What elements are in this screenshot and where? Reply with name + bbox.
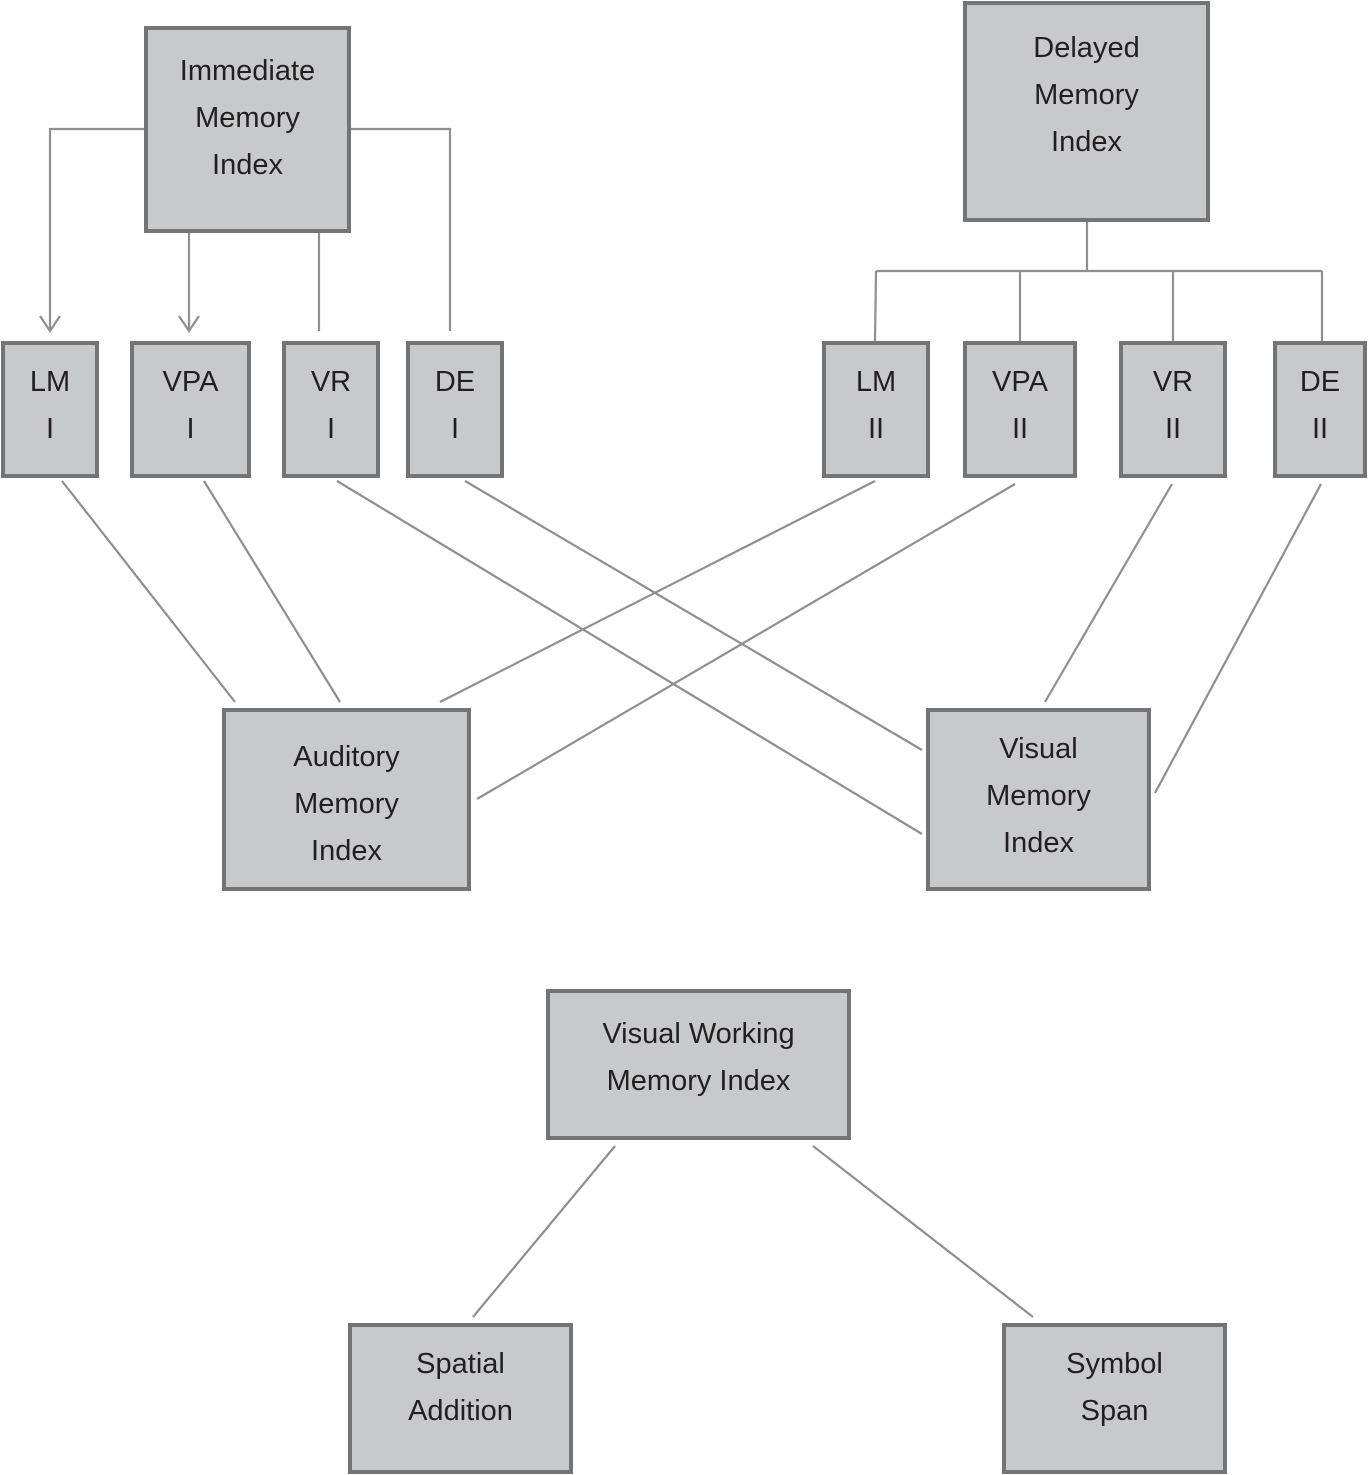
node-label-line: Index: [311, 835, 382, 867]
edge-vpa2-auditory: [476, 483, 1016, 800]
node-label-line: II: [1011, 413, 1029, 445]
node-label-line: Index: [212, 149, 283, 181]
node-label-line: Spatial: [416, 1348, 505, 1380]
node-label-line: Auditory: [293, 741, 400, 773]
edge-vwm-spatial: [472, 1145, 616, 1318]
node-label-line: LM: [29, 366, 71, 398]
node-label-line: II: [867, 413, 885, 445]
edge-vpa1-auditory: [203, 480, 341, 703]
node-lm-i: LM I: [1, 341, 99, 478]
node-delayed-memory-index: Delayed Memory Index: [963, 1, 1210, 222]
arrow-head-lm1: [39, 315, 61, 333]
node-label-line: Memory Index: [606, 1065, 791, 1097]
node-label-line: VR: [310, 366, 352, 398]
node-label-line: Delayed: [1033, 32, 1140, 64]
node-label-line: I: [45, 413, 55, 445]
node-label-line: Memory: [294, 788, 399, 820]
node-label-line: VR: [1152, 366, 1194, 398]
node-lm-ii: LM II: [822, 341, 930, 478]
node-label-line: DE: [434, 366, 476, 398]
node-immediate-memory-index: Immediate Memory Index: [144, 26, 351, 233]
edge-vwm-symbol: [812, 1145, 1034, 1318]
edge-lm2-auditory: [439, 480, 876, 703]
node-visual-memory-index: Visual Memory Index: [926, 708, 1151, 891]
arrow-head-vpa1: [178, 315, 200, 333]
node-label-line: II: [1164, 413, 1182, 445]
node-label-line: Addition: [408, 1395, 513, 1427]
node-label-line: Visual Working: [602, 1018, 795, 1050]
edge-de2-visual: [1154, 483, 1322, 794]
node-vpa-i: VPA I: [130, 341, 251, 478]
node-label-line: Immediate: [179, 55, 316, 87]
edge-immediate-lm1: [48, 127, 145, 330]
node-label-line: Visual: [999, 733, 1078, 765]
node-label-line: Span: [1080, 1395, 1149, 1427]
node-label-line: Index: [1051, 126, 1122, 158]
node-label-line: Index: [1003, 827, 1074, 859]
node-label-line: VPA: [992, 366, 1048, 398]
node-label-line: Memory: [986, 780, 1091, 812]
node-de-ii: DE II: [1273, 341, 1367, 478]
edge-lm1-auditory: [61, 480, 236, 703]
node-label-line: II: [1311, 413, 1329, 445]
node-symbol-span: Symbol Span: [1002, 1323, 1227, 1474]
node-spatial-addition: Spatial Addition: [348, 1323, 573, 1474]
edge-immediate-de1: [337, 127, 452, 331]
edge-delayed-lm2: [873, 270, 878, 342]
node-label-line: I: [450, 413, 460, 445]
node-label-line: Memory: [1034, 79, 1139, 111]
node-label-line: I: [186, 413, 195, 445]
node-label-line: VPA: [162, 366, 219, 398]
node-de-i: DE I: [406, 341, 504, 478]
node-label-line: Memory: [195, 102, 300, 134]
node-auditory-memory-index: Auditory Memory Index: [222, 708, 471, 891]
node-vr-ii: VR II: [1119, 341, 1227, 478]
edge-de1-visual: [464, 480, 923, 751]
node-label-line: I: [326, 413, 336, 445]
edge-vr2-visual: [1044, 483, 1173, 703]
node-label-line: Symbol: [1066, 1348, 1163, 1380]
node-label-line: LM: [855, 366, 897, 398]
node-label-line: DE: [1299, 366, 1341, 398]
node-vr-i: VR I: [282, 341, 380, 478]
edge-vr1-visual: [336, 480, 923, 835]
node-vpa-ii: VPA II: [963, 341, 1077, 478]
node-visual-working-memory-index: Visual Working Memory Index: [546, 989, 851, 1140]
